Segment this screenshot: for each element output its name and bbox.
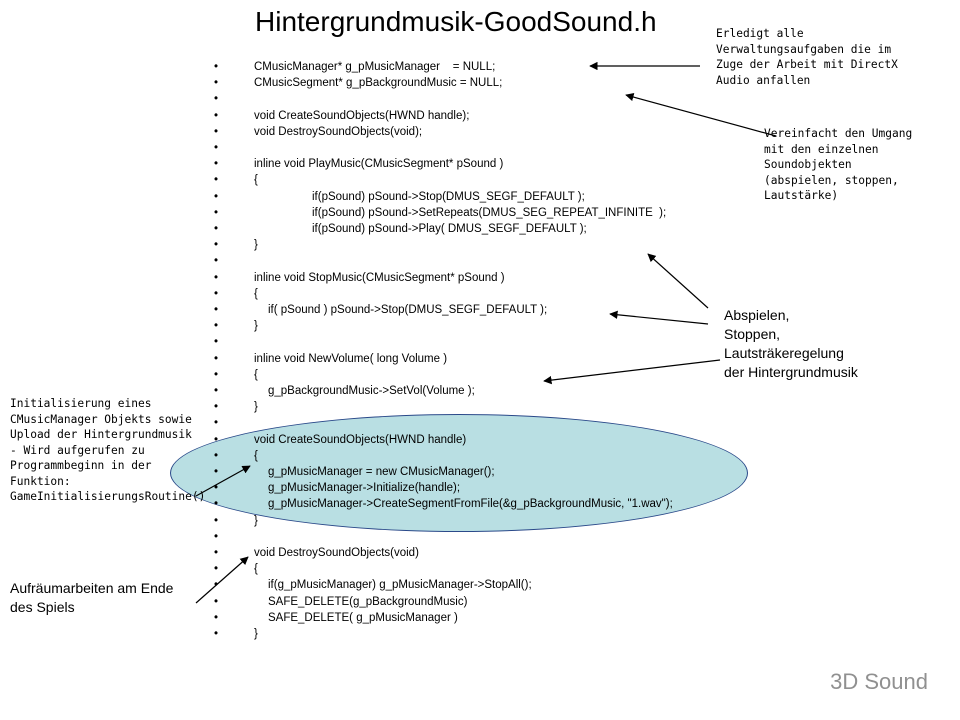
code-text: SAFE_DELETE(g_pBackgroundMusic) xyxy=(268,595,468,608)
bullet-marker: • xyxy=(214,125,219,138)
bullet-marker: • xyxy=(214,547,219,559)
bullet-marker: • xyxy=(214,255,219,268)
note-playback: Abspielen, Stoppen, Lautsträkeregelung d… xyxy=(724,307,858,380)
bullet-marker: • xyxy=(214,158,219,171)
code-text: g_pMusicManager = new CMusicManager(); xyxy=(268,466,495,478)
bullet-marker: • xyxy=(214,628,219,640)
bullet-marker: • xyxy=(214,304,219,316)
code-text: { xyxy=(254,174,258,187)
code-text: g_pMusicManager->Initialize(handle); xyxy=(268,482,461,495)
code-text: if( pSound ) pSound->Stop(DMUS_SEGF_DEFA… xyxy=(268,304,548,316)
bullet-marker: • xyxy=(214,611,219,624)
bullet-marker: • xyxy=(214,174,219,187)
code-text: CMusicSegment* g_pBackgroundMusic = NULL… xyxy=(254,77,503,90)
code-text: void CreateSoundObjects(HWND handle) xyxy=(254,433,467,446)
bullet-marker: • xyxy=(214,385,219,397)
bullet-marker: • xyxy=(214,514,219,527)
bullet-marker: • xyxy=(214,401,219,414)
code-text: } xyxy=(254,514,258,527)
note-music-segment: Vereinfacht den Umgang mit den einzelnen… xyxy=(764,127,913,202)
code-text: CMusicManager* g_pMusicManager = NULL; xyxy=(254,61,496,73)
code-text: inline void StopMusic(CMusicSegment* pSo… xyxy=(254,271,505,284)
code-text: inline void NewVolume( long Volume ) xyxy=(254,352,448,365)
code-text: } xyxy=(254,628,258,640)
code-text: inline void PlayMusic(CMusicSegment* pSo… xyxy=(254,158,504,171)
bullet-marker: • xyxy=(214,223,219,235)
code-text: { xyxy=(254,287,258,300)
bullet-marker: • xyxy=(214,271,219,284)
code-text: g_pMusicManager->CreateSegmentFromFile(&… xyxy=(268,498,673,511)
bullet-marker: • xyxy=(214,320,219,333)
code-text: { xyxy=(254,563,258,576)
code-text: { xyxy=(254,449,258,462)
bullet-marker: • xyxy=(214,336,219,349)
note-cleanup: Aufräumarbeiten am Ende des Spiels xyxy=(10,580,174,615)
bullet-marker: • xyxy=(214,190,219,203)
bullet-marker: • xyxy=(214,417,219,430)
arrow-to-destroy-objects xyxy=(195,556,249,604)
bullet-marker: • xyxy=(214,287,219,300)
arrow-to-playmusic xyxy=(647,253,709,309)
code-text: g_pBackgroundMusic->SetVol(Volume ); xyxy=(268,385,475,397)
bullet-marker: • xyxy=(214,595,219,608)
bullet-marker: • xyxy=(214,239,219,252)
code-text: } xyxy=(254,401,258,414)
bullet-marker: • xyxy=(214,352,219,365)
bullet-marker: • xyxy=(214,466,219,478)
bullet-marker: • xyxy=(214,563,219,576)
bullet-marker: • xyxy=(214,433,219,446)
arrow-to-stopmusic xyxy=(609,310,709,325)
bullet-marker: • xyxy=(214,368,219,381)
note-init: Initialisierung eines CMusicManager Obje… xyxy=(10,397,206,503)
bullet-marker: • xyxy=(214,61,219,73)
code-text: void DestroySoundObjects(void) xyxy=(254,547,419,559)
bullet-marker: • xyxy=(214,142,219,154)
code-text: if(pSound) pSound->SetRepeats(DMUS_SEG_R… xyxy=(312,206,667,219)
bullet-marker: • xyxy=(214,449,219,462)
arrow-to-create-objects xyxy=(195,465,251,497)
arrow-to-music-segment xyxy=(625,92,777,137)
bullet-marker: • xyxy=(214,93,219,106)
bullet-marker: • xyxy=(214,530,219,543)
bullet-marker: • xyxy=(214,498,219,511)
bullet-marker: • xyxy=(214,482,219,495)
code-text: } xyxy=(254,239,258,252)
code-text: void DestroySoundObjects(void); xyxy=(254,125,423,138)
code-text: SAFE_DELETE( g_pMusicManager ) xyxy=(268,611,458,624)
bullet-marker: • xyxy=(214,77,219,90)
note-music-manager: Erledigt alle Verwaltungsaufgaben die im… xyxy=(716,27,898,87)
code-text: if(g_pMusicManager) g_pMusicManager->Sto… xyxy=(268,579,532,592)
code-text: } xyxy=(254,320,258,333)
code-text: void CreateSoundObjects(HWND handle); xyxy=(254,109,470,122)
code-text: if(pSound) pSound->Play( DMUS_SEGF_DEFAU… xyxy=(312,223,587,235)
code-text: if(pSound) pSound->Stop(DMUS_SEGF_DEFAUL… xyxy=(312,190,585,203)
bullet-marker: • xyxy=(214,109,219,122)
code-text: { xyxy=(254,368,258,381)
footer-label: 3D Sound xyxy=(830,669,928,694)
highlight-ellipse xyxy=(170,414,748,532)
slide-title: Hintergrundmusik-GoodSound.h xyxy=(255,6,657,37)
bullet-marker: • xyxy=(214,206,219,219)
arrow-to-newvolume xyxy=(543,359,721,385)
